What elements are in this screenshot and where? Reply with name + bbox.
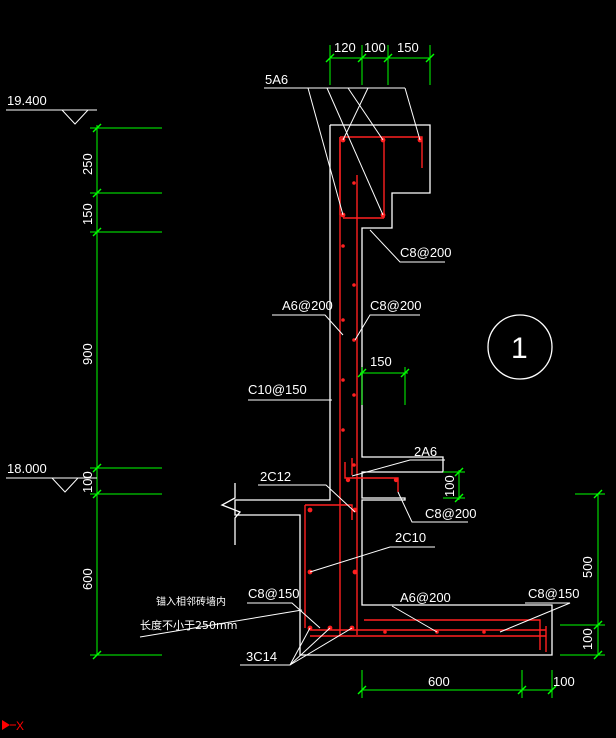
top-dim-100: 100 xyxy=(364,40,386,55)
dimension-ticks xyxy=(92,53,603,695)
label-c8-150-base: C8@150 xyxy=(528,586,580,601)
section-circle xyxy=(487,314,553,380)
label-2a6: 2A6 xyxy=(414,444,437,459)
label-c8-200-top: C8@200 xyxy=(400,245,452,260)
label-a6-200-wall: A6@200 xyxy=(282,298,333,313)
label-c8-200-wall: C8@200 xyxy=(370,298,422,313)
label-c10-150: C10@150 xyxy=(248,382,307,397)
label-2c12: 2C12 xyxy=(260,469,291,484)
top-dim-120: 120 xyxy=(334,40,356,55)
label-2c10: 2C10 xyxy=(395,530,426,545)
concrete-outline xyxy=(220,124,553,656)
rebar-dots xyxy=(307,137,486,634)
right-dim-100: 100 xyxy=(580,628,595,650)
elevation-18000: 18.000 xyxy=(7,461,47,476)
label-c8-200-mid: C8@200 xyxy=(425,506,477,521)
leader-lines xyxy=(139,87,571,666)
left-dim-150: 150 xyxy=(80,203,95,225)
section-number: 1 xyxy=(511,332,528,365)
left-dim-250: 250 xyxy=(80,153,95,175)
label-3c14: 3C14 xyxy=(246,649,277,664)
top-dim-150: 150 xyxy=(397,40,419,55)
left-dim-100: 100 xyxy=(80,471,95,493)
ledge-dim-100: 100 xyxy=(442,475,457,497)
axis-label-x: X xyxy=(16,719,24,733)
rebar-lines xyxy=(304,136,547,652)
label-a6-200-base: A6@200 xyxy=(400,590,451,605)
right-dim-500: 500 xyxy=(580,556,595,578)
dimension-lines xyxy=(90,45,605,698)
left-dim-600: 600 xyxy=(80,568,95,590)
note-anchor: 锚入相邻砖墙内 xyxy=(156,595,226,608)
axis-marker xyxy=(2,720,16,730)
wall-dim-150: 150 xyxy=(370,354,392,369)
label-5a6: 5A6 xyxy=(265,72,288,87)
left-dim-900: 900 xyxy=(80,343,95,365)
elevation-marks xyxy=(6,109,97,493)
bottom-dim-600: 600 xyxy=(428,674,450,689)
note-length: 长度不小于250mm xyxy=(140,618,237,632)
label-c8-150-left: C8@150 xyxy=(248,586,300,601)
elevation-19400: 19.400 xyxy=(7,93,47,108)
bottom-dim-100: 100 xyxy=(553,674,575,689)
